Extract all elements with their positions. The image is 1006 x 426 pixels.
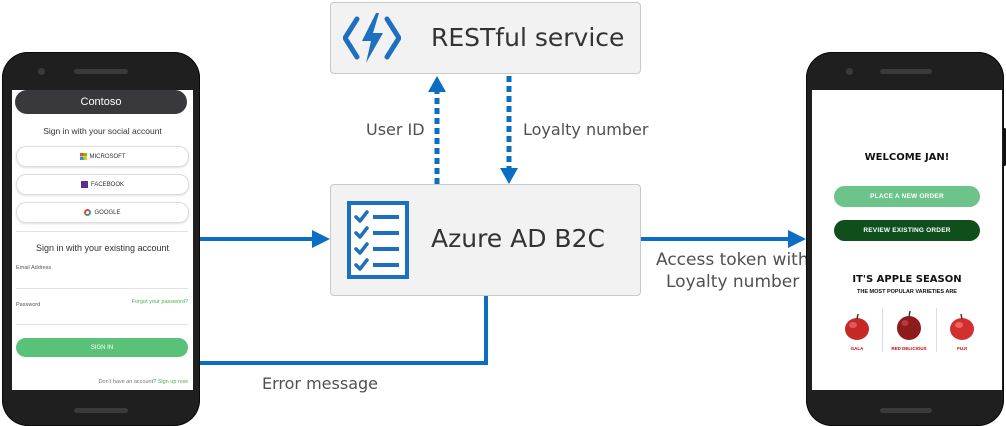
season-subtitle: THE MOST POPULAR VARIETIES ARE xyxy=(857,289,957,295)
azure-ad-b2c-label: Azure AD B2C xyxy=(431,224,605,253)
loyalty-number-label: Loyalty number xyxy=(523,120,649,139)
place-order-button[interactable]: PLACE A NEW ORDER xyxy=(834,186,980,207)
facebook-icon xyxy=(80,181,88,188)
google-button-label: GOOGLE xyxy=(94,209,121,216)
signin-screen: Contoso Sign in with your social account… xyxy=(12,90,193,390)
phone-camera xyxy=(38,68,45,75)
password-field[interactable] xyxy=(16,324,188,325)
apple-divider xyxy=(882,308,883,352)
apple-fuji-icon xyxy=(950,313,974,340)
google-button[interactable]: GOOGLE xyxy=(16,202,189,223)
access-token-label-line1: Access token with xyxy=(656,250,809,270)
microsoft-button-label: MICROSOFT xyxy=(89,153,126,160)
forgot-password-link[interactable]: Forgot your password? xyxy=(131,299,188,305)
arrowhead-user-id xyxy=(428,76,446,92)
brand-bar: Contoso xyxy=(15,90,187,114)
existing-account-title: Sign in with your existing account xyxy=(35,243,170,253)
arrowhead-signin-to-azure xyxy=(312,230,330,248)
checklist-icon xyxy=(347,201,409,279)
review-order-button[interactable]: REVIEW EXISTING ORDER xyxy=(834,220,980,241)
error-message-label: Error message xyxy=(262,374,378,393)
apple-divider xyxy=(936,308,937,352)
phone-speaker xyxy=(880,69,932,74)
microsoft-button[interactable]: MICROSOFT xyxy=(16,146,189,167)
apple-red-delicious-icon xyxy=(897,310,921,340)
restful-service-label: RESTful service xyxy=(431,23,625,52)
password-label: Password xyxy=(16,302,41,308)
apple-red-delicious-label: RED DELICIOUS xyxy=(891,346,927,351)
divider xyxy=(16,231,188,232)
signup-link[interactable]: Sign up now xyxy=(157,379,188,385)
google-icon xyxy=(84,209,92,216)
phone-camera xyxy=(846,68,853,75)
microsoft-icon xyxy=(79,153,87,160)
facebook-button[interactable]: FACEBOOK xyxy=(16,174,189,195)
access-token-label-line2: Loyalty number xyxy=(666,272,800,292)
email-field[interactable] xyxy=(16,288,188,289)
facebook-button-label: FACEBOOK xyxy=(90,181,124,188)
welcome-title: WELCOME JAN! xyxy=(864,152,950,163)
signin-phone: Contoso Sign in with your social account… xyxy=(2,52,200,426)
email-label: Email Address xyxy=(16,265,52,271)
app-phone: WELCOME JAN! PLACE A NEW ORDER REVIEW EX… xyxy=(806,52,1006,426)
restful-service-box: RESTful service xyxy=(330,2,641,74)
signup-row: Don't have an account? Sign up now xyxy=(99,379,188,385)
app-screen: WELCOME JAN! PLACE A NEW ORDER REVIEW EX… xyxy=(812,90,1002,390)
azure-functions-icon xyxy=(343,13,401,63)
apple-gala-label: GALA xyxy=(850,346,864,351)
apple-gala-icon xyxy=(845,313,869,340)
arrowhead-azure-to-app xyxy=(788,230,806,248)
phone-bottom-bar xyxy=(74,408,128,413)
azure-ad-b2c-box: Azure AD B2C xyxy=(330,184,641,296)
signin-button[interactable]: SIGN IN xyxy=(16,338,188,357)
phone-side-button xyxy=(1003,128,1006,166)
season-title: IT'S APPLE SEASON xyxy=(852,274,962,285)
social-title: Sign in with your social account xyxy=(43,126,162,136)
no-account-text: Don't have an account? xyxy=(98,379,157,385)
apple-fuji-label: FUJI xyxy=(957,346,967,351)
arrow-error-message xyxy=(196,296,488,365)
phone-speaker xyxy=(74,69,128,74)
phone-bottom-bar xyxy=(880,408,932,413)
arrowhead-loyalty-number xyxy=(500,168,518,184)
user-id-label: User ID xyxy=(366,120,425,139)
